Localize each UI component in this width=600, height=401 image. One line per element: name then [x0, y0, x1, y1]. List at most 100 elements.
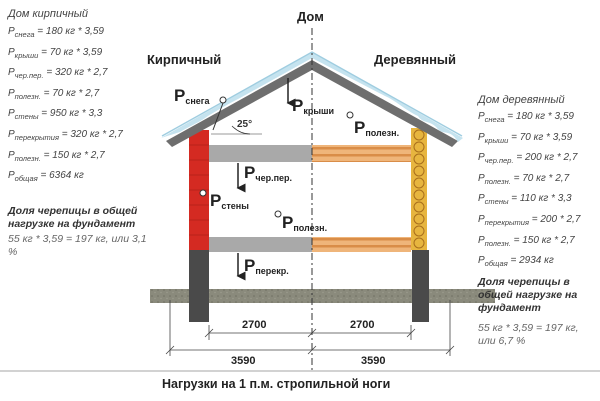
formula-subscript: полезн.: [14, 91, 41, 101]
formula-symbol: P: [478, 255, 485, 267]
wood-share-title: Доля черепицы в общей нагрузке на фундам…: [478, 276, 578, 314]
formula-expression: = 2934 кг: [507, 255, 554, 267]
formula-expression: = 110 кг * 3,3: [508, 193, 572, 205]
walls-pointer: [199, 189, 207, 197]
formula-expression: = 70 кг * 2,7: [40, 87, 100, 99]
floor-brick: [209, 237, 312, 252]
floor-wood: [312, 237, 411, 252]
wood-foundation: [412, 250, 429, 322]
formula-symbol: P: [478, 111, 485, 122]
formula-subscript: перекрытия: [14, 132, 59, 142]
useful-right-pointer: [346, 111, 354, 119]
formula-subscript: чер.пер.: [484, 156, 514, 166]
wood-title: Деревянный: [374, 52, 457, 67]
formula-subscript: общая: [484, 259, 508, 269]
formula-expression: = 6364 кг: [37, 170, 84, 182]
roof: [161, 51, 463, 147]
formula-subscript: снега: [14, 30, 35, 39]
formula-symbol: P: [8, 149, 15, 161]
formula-symbol: P: [8, 46, 15, 58]
formula-line: Pкрыши = 70 кг * 3,59: [478, 129, 580, 150]
formula-subscript: перекрытия: [484, 217, 529, 227]
formula-subscript: полезн.: [484, 238, 511, 248]
wood-heading: Дом деревянный: [478, 94, 565, 106]
formula-line: Pполезн. = 150 кг * 2,7: [8, 147, 123, 168]
formula-subscript: стены: [484, 197, 509, 207]
attic-floor-wood: [312, 145, 411, 162]
formula-symbol: P: [8, 67, 15, 79]
formula-line: Pполезн. = 70 кг * 2,7: [478, 170, 580, 191]
formula-symbol: P: [8, 128, 15, 140]
formula-line: Pстены = 110 кг * 3,3: [478, 190, 580, 211]
formula-line: Pснега = 180 кг * 3,59: [8, 23, 123, 44]
formula-symbol: P: [8, 26, 15, 37]
formula-expression: = 70 кг * 3,59: [508, 131, 573, 143]
brick-foundation: [189, 250, 209, 322]
log-wall: [411, 128, 427, 250]
formula-symbol: P: [8, 170, 15, 182]
formula-symbol: P: [478, 152, 485, 164]
formula-line: Pобщая = 2934 кг: [478, 252, 580, 273]
formula-expression: = 320 кг * 2,7: [58, 128, 123, 140]
formula-subscript: крыши: [14, 50, 39, 60]
formula-subscript: чер.пер.: [14, 71, 44, 81]
dim-right-inner: 2700: [350, 319, 375, 331]
angle-label: 25°: [237, 119, 253, 130]
wood-share-calc: 55 кг * 3,59 = 197 кг, или 6,7 %: [478, 322, 579, 347]
formula-line: Pкрыши = 70 кг * 3,59: [8, 44, 123, 65]
formula-line: Pполезн. = 150 кг * 2,7: [478, 232, 580, 253]
attic-floor-brick: [209, 145, 312, 162]
formula-subscript: полезн.: [484, 176, 511, 186]
formula-expression: = 200 * 2,7: [528, 213, 581, 225]
formula-subscript: снега: [484, 115, 505, 124]
brick-share-calc: 55 кг * 3,59 = 197 кг, или 3,1 %: [8, 233, 147, 258]
formula-expression: = 200 кг * 2,7: [513, 152, 578, 164]
formula-symbol: P: [478, 131, 485, 143]
dim-left-inner: 2700: [242, 319, 267, 331]
brick-texture: [189, 144, 209, 236]
diagram-caption: Нагрузки на 1 п.м. стропильной ноги: [162, 377, 391, 391]
formula-symbol: P: [478, 193, 485, 205]
formula-line: Pстены = 950 кг * 3,3: [8, 105, 123, 126]
useful-mid-pointer: [274, 210, 282, 218]
formula-expression: = 150 кг * 2,7: [510, 234, 575, 246]
label-roof: Pкрыши: [292, 96, 335, 116]
formula-line: Pчер.пер. = 200 кг * 2,7: [478, 149, 580, 170]
house-title: Дом: [297, 9, 324, 24]
formula-line: Pперекрытия = 320 кг * 2,7: [8, 126, 123, 147]
formula-expression: = 180 кг * 3,59: [504, 111, 574, 122]
formula-expression: = 950 кг * 3,3: [38, 108, 103, 120]
formula-subscript: общая: [14, 174, 38, 184]
label-floor: Pперекр.: [244, 256, 289, 276]
label-snow: Pснега: [174, 86, 210, 106]
formula-symbol: P: [8, 108, 15, 120]
brick-heading: Дом кирпичный: [8, 8, 89, 20]
formula-symbol: P: [8, 87, 15, 99]
formula-line: Pперекрытия = 200 * 2,7: [478, 211, 580, 232]
formula-expression: = 70 кг * 3,59: [38, 46, 103, 58]
formula-expression: = 70 кг * 2,7: [510, 172, 570, 184]
formula-symbol: P: [478, 234, 485, 246]
formula-symbol: P: [478, 213, 485, 225]
dim-right-outer: 3590: [361, 355, 386, 367]
brick-title: Кирпичный: [147, 52, 222, 67]
formula-expression: = 320 кг * 2,7: [43, 67, 108, 79]
formula-line: Pснега = 180 кг * 3,59: [478, 108, 580, 129]
formula-subscript: стены: [14, 112, 39, 122]
formula-subscript: крыши: [484, 135, 509, 145]
formula-line: Pполезн. = 70 кг * 2,7: [8, 85, 123, 106]
snow-pointer: [212, 96, 227, 131]
brick-share-title: Доля черепицы в общей нагрузке на фундам…: [8, 205, 138, 230]
formula-symbol: P: [478, 172, 485, 184]
formula-line: Pчер.пер. = 320 кг * 2,7: [8, 64, 123, 85]
formula-expression: = 180 кг * 3,59: [34, 26, 104, 37]
ground-strip: [150, 289, 495, 303]
label-walls: Pстены: [210, 191, 249, 211]
formula-line: Pобщая = 6364 кг: [8, 167, 123, 188]
label-attic-floor: Pчер.пер.: [244, 163, 293, 183]
label-useful-mid: Pполезн.: [282, 213, 328, 233]
dim-left-outer: 3590: [231, 355, 256, 367]
dimension-lines: [165, 300, 455, 356]
